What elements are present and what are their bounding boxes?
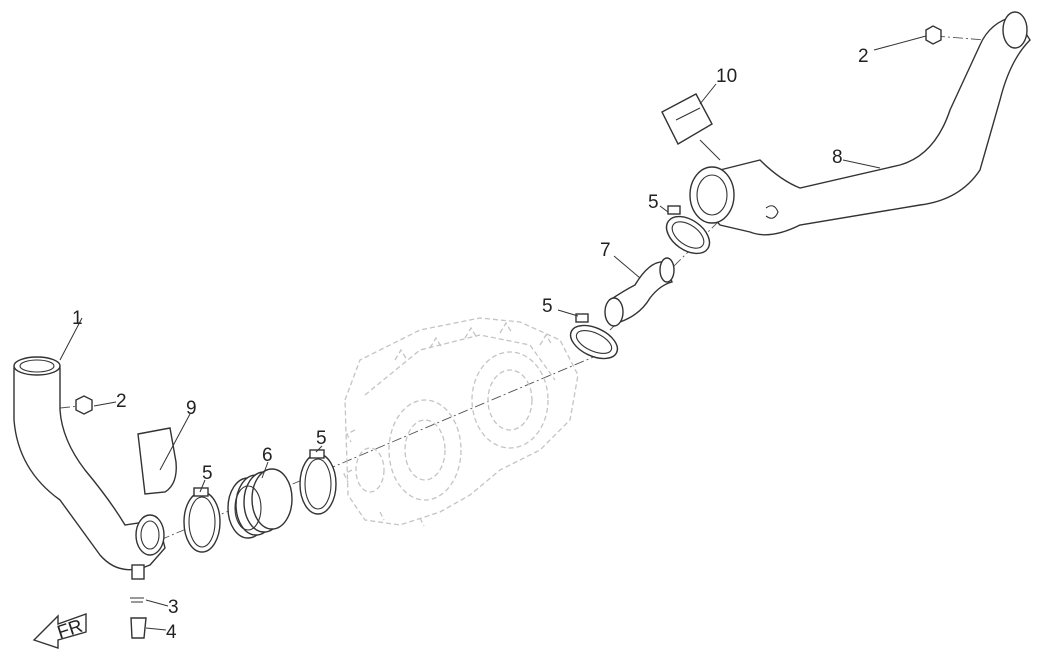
callout-5-a: 5 — [202, 463, 213, 484]
part-10-label-plate — [661, 93, 713, 145]
part-7-connector — [604, 257, 675, 327]
part-6-bellows — [227, 468, 293, 539]
callout-9: 9 — [186, 398, 197, 419]
callout-1: 1 — [72, 308, 83, 329]
callout-8: 8 — [832, 147, 843, 168]
part-2-nut-right — [925, 25, 942, 45]
callout-labels: 1 2 2 3 4 5 5 5 5 6 7 8 9 10 — [72, 46, 869, 643]
leader-lines — [59, 35, 927, 631]
callout-10: 10 — [716, 66, 737, 87]
callout-5-c: 5 — [542, 296, 553, 317]
part-8-front-pipe — [689, 11, 1031, 236]
part-5-clamp-d — [665, 205, 711, 255]
callout-2-right: 2 — [858, 46, 869, 67]
part-2-nut-left — [75, 395, 93, 415]
part-4-cap — [130, 617, 147, 639]
part-9-heat-shield — [137, 427, 177, 495]
callout-7: 7 — [600, 240, 611, 261]
transmission-housing-ghost — [343, 317, 579, 527]
part-5-clamp-a — [183, 487, 221, 553]
stud-axis-right — [934, 35, 986, 41]
part-5-clamp-b — [299, 449, 337, 515]
part-5-clamp-c — [569, 313, 619, 360]
callout-5-d: 5 — [648, 192, 659, 213]
callout-5-b: 5 — [316, 428, 327, 449]
front-direction-arrow: FR — [32, 613, 87, 649]
callout-3: 3 — [168, 597, 179, 618]
callout-2-left: 2 — [116, 391, 127, 412]
assembly-axis-upper — [609, 204, 736, 331]
callout-6: 6 — [262, 445, 273, 466]
stud-axis-left — [59, 405, 81, 409]
part-1-tail-pipe — [13, 356, 166, 580]
part-3-washer — [130, 597, 144, 603]
callout-4: 4 — [166, 622, 177, 643]
